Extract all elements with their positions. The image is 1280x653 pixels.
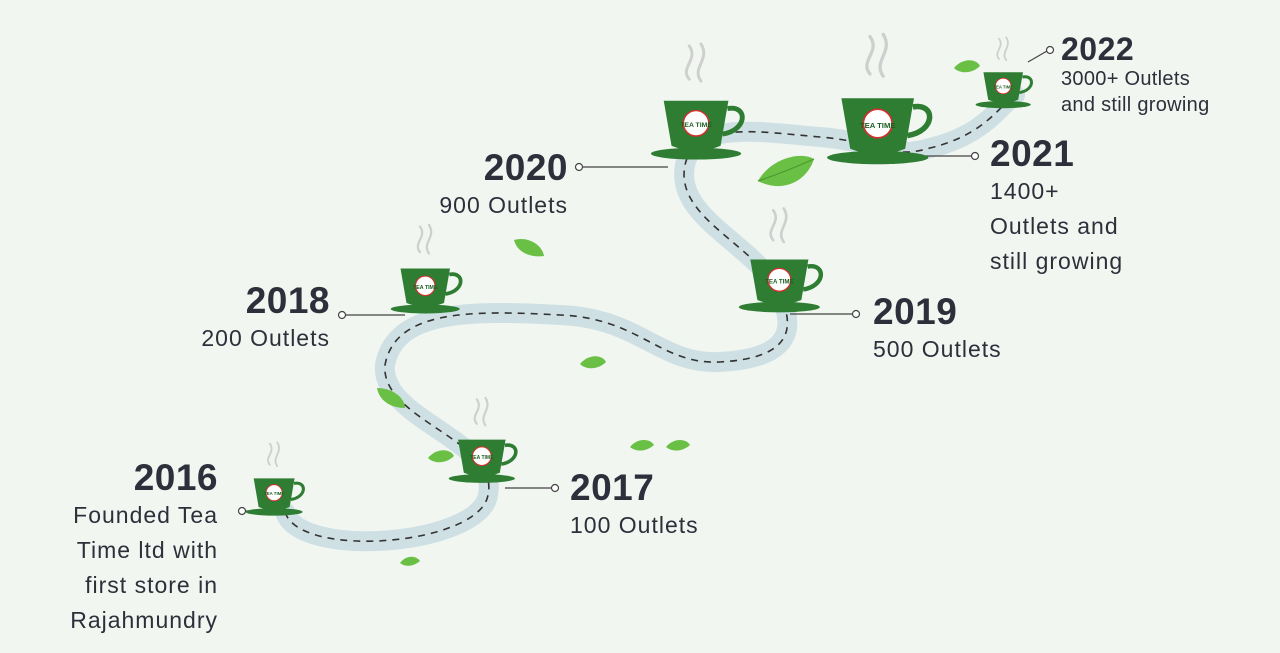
- milestone-year: 2022: [1061, 31, 1135, 67]
- milestone-desc-line: 200 Outlets: [201, 325, 330, 351]
- svg-text:TEA TIME: TEA TIME: [413, 285, 438, 291]
- milestone-2019: 2019 500 Outlets: [873, 292, 1002, 367]
- milestone-year: 2019: [873, 291, 958, 332]
- tea-cup-icon: TEA TIME: [245, 441, 305, 516]
- leaf-icon: [757, 155, 815, 187]
- milestone-desc-line: 500 Outlets: [873, 336, 1002, 362]
- milestone-desc-line: 3000+ Outlets: [1061, 68, 1190, 90]
- leaf-icon: [666, 439, 690, 451]
- leaf-icon: [580, 356, 606, 369]
- leaf-icon: [400, 556, 420, 566]
- milestone-desc-line: and still growing: [1061, 94, 1210, 116]
- milestone-desc-line: first store in: [85, 572, 218, 598]
- milestone-2021: 2021 1400+ Outlets and still growing: [990, 134, 1123, 279]
- milestone-2022: 2022 3000+ Outlets and still growing: [1061, 32, 1210, 118]
- milestone-year: 2020: [483, 147, 568, 188]
- leaf-icon: [514, 238, 544, 257]
- svg-text:TEA TIME: TEA TIME: [470, 455, 494, 461]
- tea-cup-icon: TEA TIME: [650, 42, 745, 160]
- svg-text:TEA TIME: TEA TIME: [860, 121, 896, 130]
- milestone-desc-line: 100 Outlets: [570, 512, 699, 538]
- milestone-desc-line: Time ltd with: [76, 537, 218, 563]
- milestone-2017: 2017 100 Outlets: [570, 468, 699, 543]
- leaf-icon: [954, 60, 980, 73]
- milestone-2016: 2016 Founded Tea Time ltd with first sto…: [70, 458, 218, 638]
- svg-text:TEA TIME: TEA TIME: [994, 84, 1014, 89]
- tea-cup-icon: TEA TIME: [975, 36, 1033, 109]
- milestone-desc-line: 900 Outlets: [439, 192, 568, 218]
- svg-text:TEA TIME: TEA TIME: [264, 491, 284, 496]
- milestone-desc-line: Outlets and: [990, 213, 1119, 239]
- tea-cup-icon: TEA TIME: [738, 207, 824, 313]
- milestone-2020: 2020 900 Outlets: [439, 148, 568, 223]
- milestone-year: 2021: [990, 133, 1075, 174]
- milestone-year: 2018: [245, 280, 330, 321]
- tea-cup-icon: TEA TIME: [448, 396, 518, 483]
- milestone-desc-line: Founded Tea: [73, 502, 218, 528]
- leaf-icon: [428, 450, 454, 463]
- leaf-icon: [377, 388, 405, 408]
- milestone-2018: 2018 200 Outlets: [201, 281, 330, 356]
- tea-cup-icon: TEA TIME: [827, 32, 933, 165]
- milestone-desc-line: still growing: [990, 248, 1124, 274]
- leaf-icon: [630, 439, 654, 451]
- milestone-desc-line: 1400+: [990, 178, 1060, 204]
- svg-text:TEA TIME: TEA TIME: [765, 278, 793, 285]
- milestone-desc-line: Rajahmundry: [70, 607, 218, 633]
- milestone-year: 2016: [133, 457, 218, 498]
- svg-text:TEA TIME: TEA TIME: [680, 122, 712, 129]
- milestone-year: 2017: [570, 467, 655, 508]
- tea-cup-icon: TEA TIME: [390, 223, 463, 314]
